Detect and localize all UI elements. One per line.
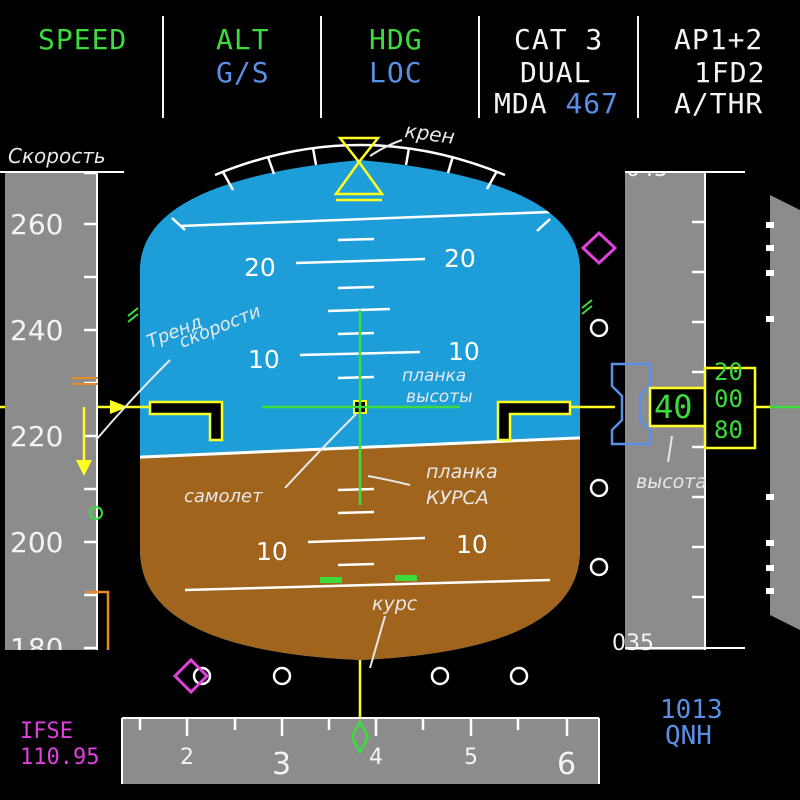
selected-altitude-marker: [610, 362, 652, 446]
speed-label: 180: [10, 632, 63, 665]
annotation-speed: Скорость: [8, 144, 106, 168]
fma-vertical-armed: ALT: [216, 23, 270, 56]
annotation-altitude: высота: [636, 471, 707, 493]
fma-approach-capability: DUAL: [520, 56, 592, 89]
baro-unit: QNH: [665, 721, 712, 751]
altitude-drum: 00: [714, 385, 743, 413]
altitude-ticks: [692, 220, 705, 599]
heading-ticks: [138, 718, 569, 736]
fma-autothrust: A/THR: [674, 87, 764, 120]
flight-director: [262, 310, 460, 505]
fma-mda: MDA 467: [494, 88, 619, 119]
pitch-label: 10: [256, 537, 288, 566]
fma-lateral-active: HDG: [369, 23, 423, 56]
vls-band: [85, 590, 110, 650]
fma-vertical-mode: G/S: [216, 56, 270, 89]
heading-label: 3: [272, 747, 291, 782]
glideslope-scale: [589, 318, 609, 577]
pitch-labels: 20 20 10 10 10 10: [244, 244, 488, 566]
altitude-readout: 40: [654, 388, 693, 426]
speed-sel-marker: [127, 307, 139, 323]
altitude-drum: 80: [714, 416, 743, 444]
fma-lateral-armed: LOC: [369, 56, 423, 89]
speed-label: 240: [10, 314, 63, 347]
bank-pointer: [333, 136, 385, 202]
annotation-course-bar-1: планка: [426, 461, 498, 483]
altitude-top-label: 045: [626, 157, 668, 182]
heading-bugs-on-horizon: [320, 575, 417, 583]
altitude-tape: 045 035 40 20 00 80: [581, 157, 800, 656]
annotation-alt-bar-1: планка: [402, 366, 466, 386]
altitude-drum: 20: [714, 358, 743, 386]
fma-flight-director: 1FD2: [694, 56, 766, 89]
altitude-bottom-label: 035: [612, 631, 654, 656]
fma-approach-cat: CAT 3: [514, 23, 604, 56]
annotation-aircraft: самолет: [184, 486, 263, 507]
heading-labels: 2 3 4 5 6: [180, 745, 576, 782]
speed-label: 200: [10, 526, 63, 559]
fma-speed-mode: SPEED: [38, 23, 128, 56]
green-dot-speed: [89, 506, 103, 520]
heading-tape: 2 3 4 5 6: [121, 717, 600, 784]
speed-tape: 260 240 220 200 180: [0, 171, 139, 665]
attitude-indicator: [140, 160, 580, 660]
pitch-label: 20: [444, 244, 476, 273]
baro-setting: 1013: [660, 695, 723, 725]
pitch-label: 20: [244, 253, 276, 282]
annotation-heading: курс: [372, 593, 418, 615]
fma-mda-value: 467: [565, 87, 620, 120]
localizer-scale: [192, 666, 529, 686]
localizer-diamond: [172, 657, 210, 695]
annotation-alt-bar-2: высоты: [406, 387, 473, 407]
speed-labels: 260 240 220 200 180: [10, 208, 63, 665]
speed-label: 260: [10, 208, 63, 241]
ground: [140, 437, 580, 660]
altitude-sel-marker: [581, 299, 593, 315]
handwritten-annotations: Скорость крен Тренд скорости планка высо…: [8, 118, 707, 669]
pitch-label: 10: [456, 530, 488, 559]
fma-separators: [162, 16, 639, 118]
annotation-bank: крен: [403, 118, 456, 149]
ils-ident: IFSE: [20, 719, 73, 744]
selected-heading-diamond: [350, 719, 370, 755]
altitude-drum-box: [703, 366, 757, 450]
pitch-label: 10: [448, 337, 480, 366]
ils-frequency: 110.95: [20, 745, 99, 770]
annotation-course-bar-2: КУРСА: [426, 487, 489, 509]
vertical-speed-indicator: [766, 195, 800, 630]
speed-label: 220: [10, 420, 63, 453]
heading-label: 2: [180, 745, 194, 770]
pitch-label: 10: [248, 345, 280, 374]
heading-label: 4: [369, 745, 383, 770]
fma-mda-label: MDA: [494, 87, 548, 120]
heading-label: 6: [557, 747, 576, 782]
bank-scale: [171, 143, 551, 232]
vsi-ticks: [766, 222, 774, 594]
fma-autopilot: AP1+2: [674, 23, 764, 56]
speed-index-triangle: [110, 400, 128, 414]
heading-label: 5: [464, 745, 478, 770]
glideslope-diamond: [580, 230, 618, 266]
